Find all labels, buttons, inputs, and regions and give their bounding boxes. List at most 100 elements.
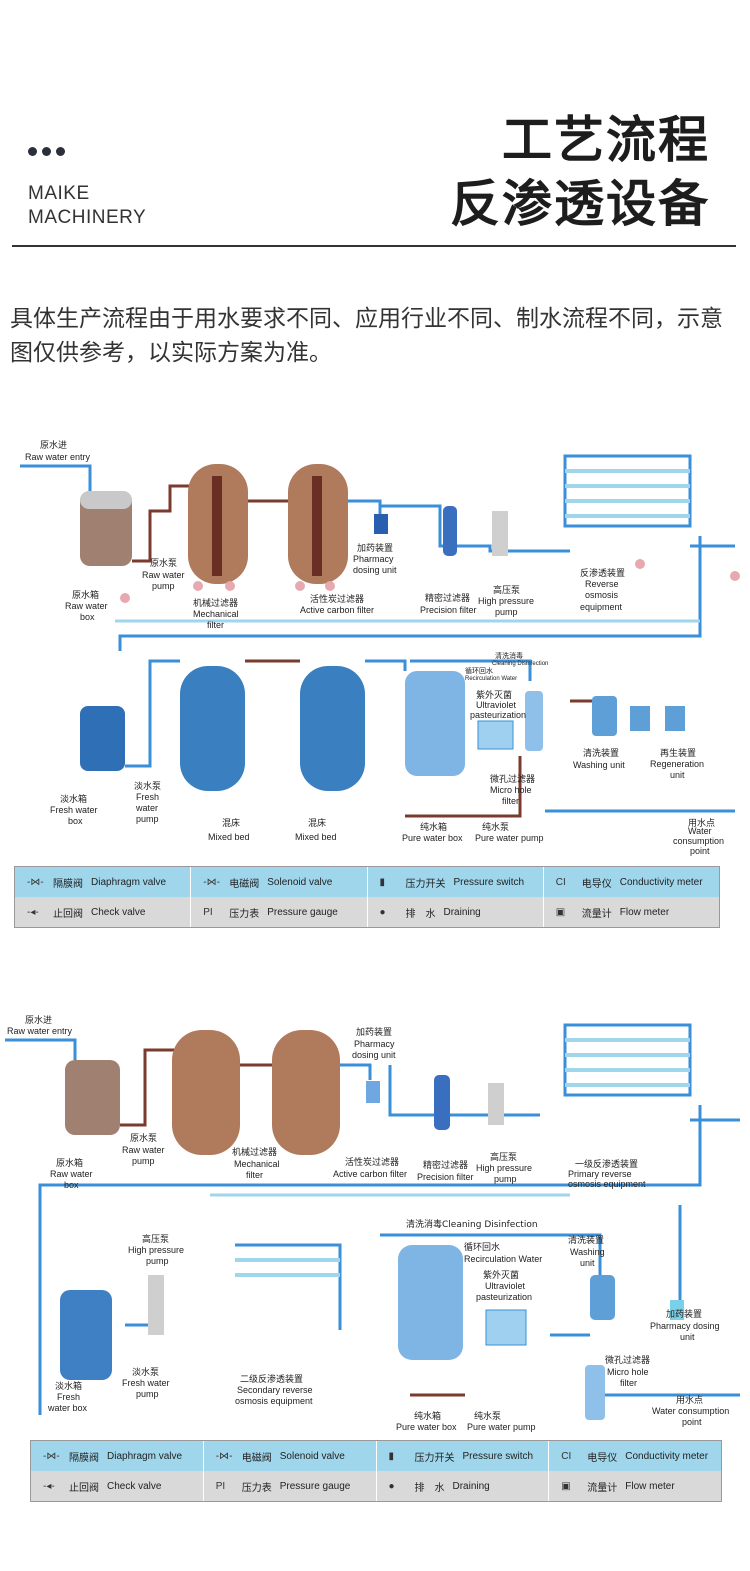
d1-raw-pump-en1: Raw water — [142, 570, 185, 580]
d1-fresh-pump-en3: pump — [136, 814, 159, 824]
d2-micro-en1: Micro hole — [607, 1367, 649, 1377]
d2-dosing-en1: Pharmacy — [354, 1039, 395, 1049]
d1-ro-en2: osmosis — [585, 590, 619, 600]
d1-raw-box-en1: Raw water — [65, 601, 108, 611]
d1-fresh-box-en1: Fresh water — [50, 805, 98, 815]
d1-mixed1-en: Mixed bed — [208, 832, 250, 842]
d1-raw-pump-zh: 原水泵 — [150, 557, 177, 569]
d1-uv-zh: 紫外灭菌 — [476, 689, 512, 701]
d1-raw-entry-zh: 原水进 — [40, 439, 67, 451]
dots-icon — [28, 143, 70, 161]
d1-mech-zh: 机械过滤器 — [193, 597, 238, 609]
d2-hp-en1: High pressure — [476, 1163, 532, 1173]
d2-raw-pump-en2: pump — [132, 1156, 155, 1166]
d2-dosing2-en1: Pharmacy dosing — [650, 1321, 720, 1331]
d1-uv-en1: Ultraviolet — [476, 700, 517, 710]
d2-wash-en2: unit — [580, 1258, 595, 1268]
washing-unit-icon — [590, 1275, 615, 1320]
d2-micro-zh: 微孔过滤器 — [605, 1354, 650, 1366]
fresh-water-tank-icon — [80, 706, 125, 771]
d2-carbon-zh: 活性炭过滤器 — [345, 1156, 399, 1168]
uv-unit-icon — [485, 1309, 527, 1346]
d2-fresh-pump-en2: pump — [136, 1389, 159, 1399]
d1-hp-en2: pump — [495, 607, 518, 617]
fresh-water-tank-icon — [60, 1290, 112, 1380]
d2-raw-pump-en1: Raw water — [122, 1145, 165, 1155]
d1-consume-en1: Water — [688, 826, 712, 836]
dosing-tank-icon — [366, 1081, 380, 1103]
d2-wash-en1: Washing — [570, 1247, 605, 1257]
header-divider — [12, 245, 736, 247]
d2-sro-en1: Secondary reverse — [237, 1385, 313, 1395]
d1-ro-en1: Reverse — [585, 579, 619, 589]
d1-consume-en3: point — [690, 846, 710, 856]
pure-water-tank-icon — [398, 1245, 463, 1360]
d2-precision-en: Precision filter — [417, 1172, 474, 1182]
d1-precision-zh: 精密过滤器 — [425, 592, 470, 604]
d2-raw-entry-zh: 原水进 — [25, 1014, 52, 1026]
carbon-filter-icon — [288, 464, 348, 584]
d2-uv-en2: pasteurization — [476, 1292, 532, 1302]
d2-clean: 清洗消毒Cleaning Disinfection — [406, 1218, 538, 1230]
d2-wash-zh: 清洗装置 — [568, 1234, 604, 1246]
d2-hp2-en1: High pressure — [128, 1245, 184, 1255]
hp-pump-icon — [492, 511, 508, 556]
d1-micro-zh: 微孔过滤器 — [490, 773, 535, 785]
raw-water-tank-icon — [65, 1060, 120, 1135]
pure-water-tank-icon — [405, 671, 465, 776]
d2-dosing2-zh: 加药装置 — [666, 1308, 702, 1320]
drain-icon — [120, 559, 740, 603]
mechanical-filter-icon — [188, 464, 248, 584]
d1-raw-entry-en: Raw water entry — [25, 452, 91, 462]
d2-hp2-en2: pump — [146, 1256, 169, 1266]
d1-micro-en1: Micro hole — [490, 785, 532, 795]
d1-recirc-zh: 循环回水 — [465, 666, 493, 675]
hp-pump-2-icon — [148, 1275, 164, 1335]
d1-precision-en: Precision filter — [420, 605, 477, 615]
uv-unit-icon — [477, 720, 514, 750]
d2-raw-box-en1: Raw water — [50, 1169, 93, 1179]
mixed-bed-icon — [180, 666, 365, 791]
regeneration-unit-icon — [630, 706, 685, 731]
d2-mech-en1: Mechanical — [234, 1159, 280, 1169]
d2-consume-en1: Water consumption — [652, 1406, 729, 1416]
d2-pure-box-zh: 纯水箱 — [414, 1410, 441, 1422]
micro-filter-icon — [585, 1365, 605, 1420]
d2-fresh-pump-zh: 淡水泵 — [132, 1366, 159, 1378]
dosing-tank-2-icon — [670, 1300, 684, 1320]
d1-mixed1-zh: 混床 — [222, 817, 240, 829]
brand-line-1: MAIKE — [28, 183, 90, 204]
brand-name: MAIKE MACHINERY — [28, 182, 146, 230]
d1-dosing-en2: dosing unit — [353, 565, 397, 575]
d2-recirc-zh: 循环回水 — [464, 1241, 500, 1253]
precision-filter-icon — [434, 1075, 450, 1130]
d2-hp2-zh: 高压泵 — [142, 1233, 169, 1245]
d1-carbon-en: Active carbon filter — [300, 605, 374, 615]
d1-regen-zh: 再生装置 — [660, 747, 696, 759]
d1-mixed2-zh: 混床 — [308, 817, 326, 829]
d1-uv-en2: pasteurization — [470, 710, 526, 720]
d1-hp-zh: 高压泵 — [493, 584, 520, 596]
d2-raw-entry-en: Raw water entry — [7, 1026, 73, 1036]
micro-filter-icon — [525, 691, 543, 751]
d1-pure-pump-en: Pure water pump — [475, 833, 544, 843]
d1-fresh-pump-en2: water — [135, 803, 158, 813]
title-line-2: 反渗透设备 — [450, 175, 710, 233]
d2-micro-en2: filter — [620, 1378, 637, 1388]
d2-dosing2-en2: unit — [680, 1332, 695, 1342]
washing-unit-icon — [592, 696, 617, 736]
d2-dosing-en2: dosing unit — [352, 1050, 396, 1060]
